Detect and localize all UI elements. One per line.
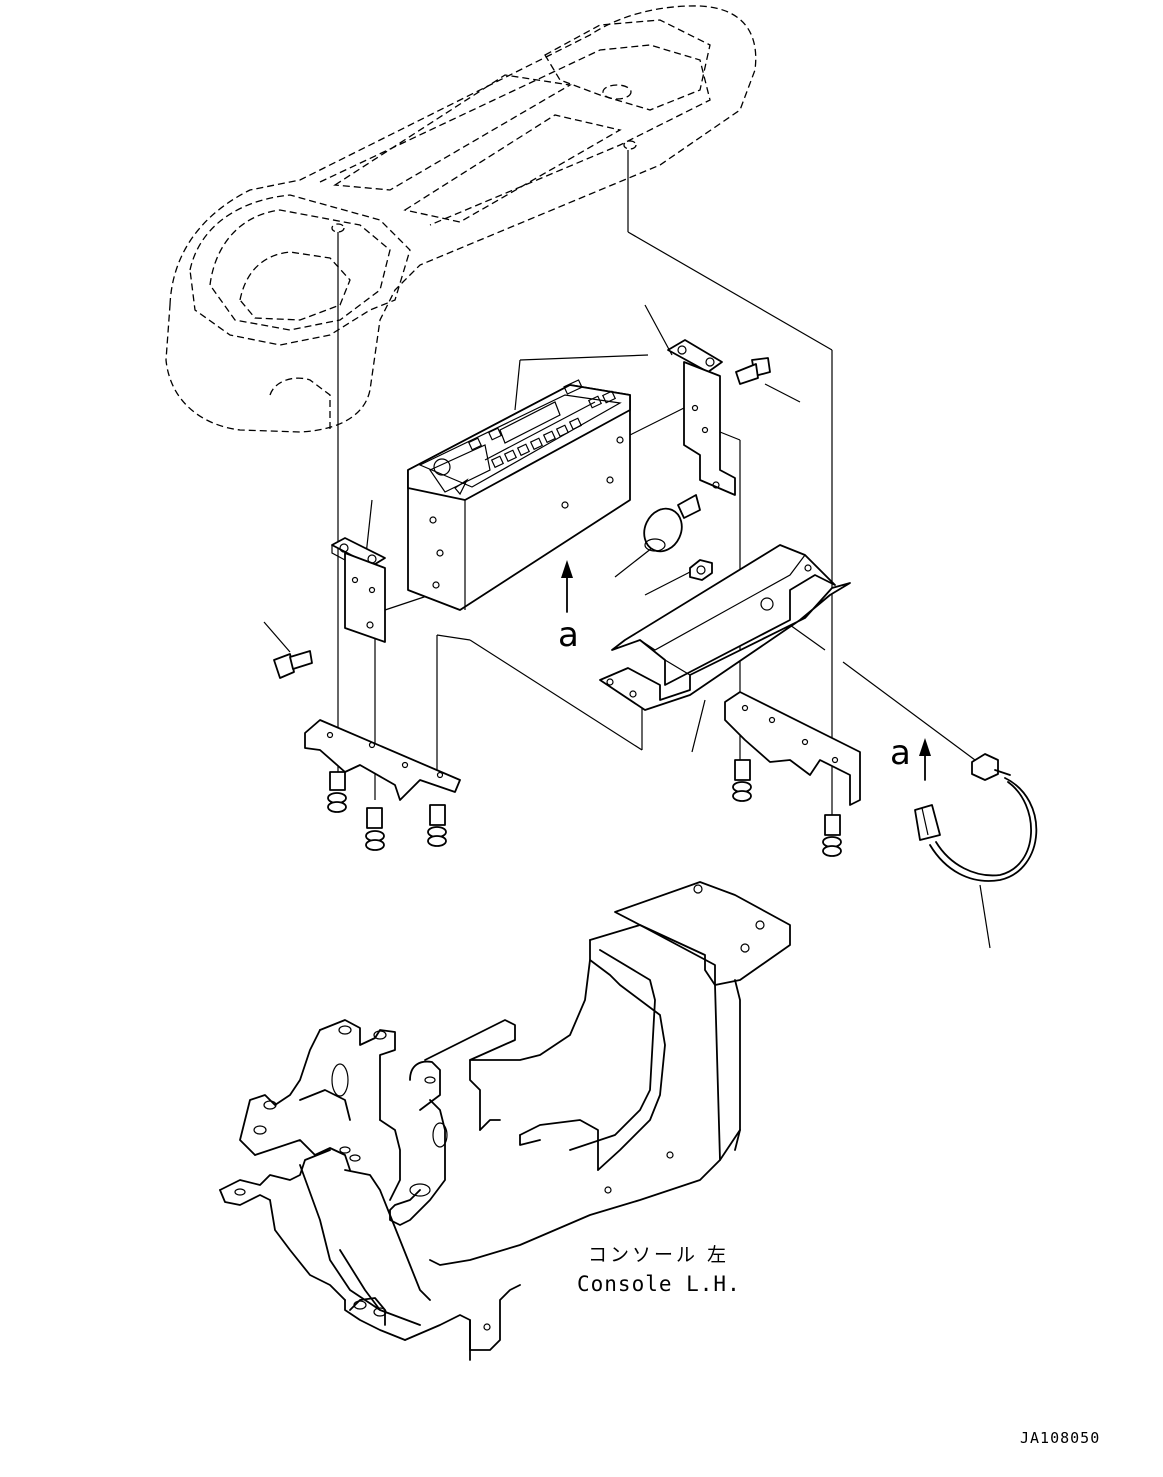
bracket-left [331,537,386,643]
bracket-right [667,339,736,496]
console-cover-outline [165,5,757,433]
drawing-number: JA108050 [1020,1429,1101,1447]
nut [689,559,713,581]
mount-plate-left [304,719,461,801]
view-arrow-right [919,738,931,781]
aircon-control-panel [407,379,631,611]
cover-bracket [599,544,851,711]
console-lh-frame [219,881,791,1361]
mount-plate-right [724,691,861,806]
console-label-en: Console L.H. [577,1272,741,1296]
bolt-set-right [732,759,842,857]
view-arrow-left [561,560,573,613]
view-marker-left: a [558,615,579,655]
sensor-harness [914,753,1038,882]
bolt-right-top [735,357,771,385]
bolt-set-left [327,771,447,851]
bolt-left [273,650,313,679]
view-marker-right: a [890,733,911,773]
console-label-jp: コンソール 左 [588,1244,730,1266]
knob [643,494,701,553]
